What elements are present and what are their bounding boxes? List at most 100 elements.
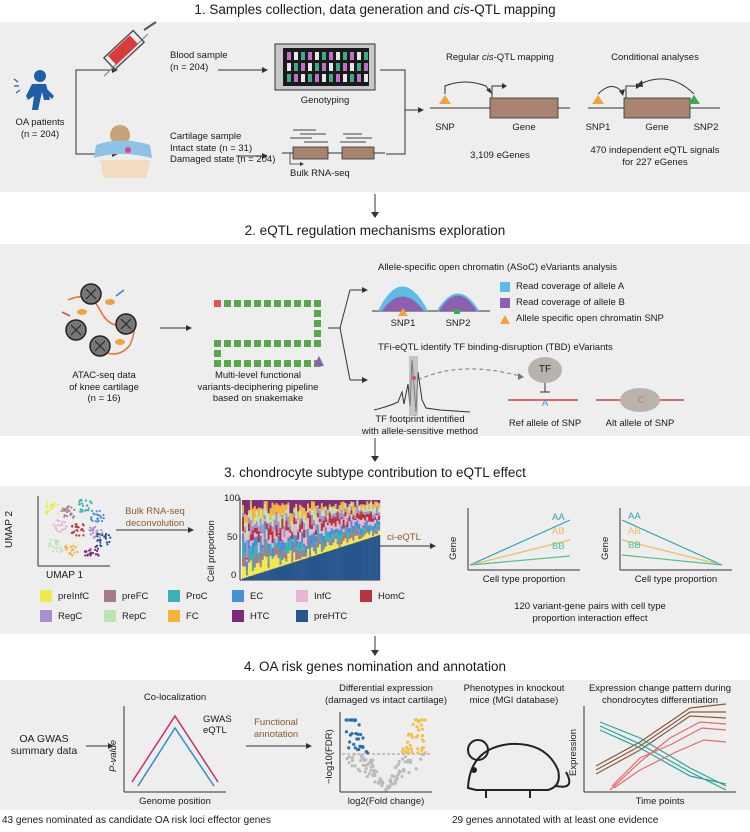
legend-item-HomC: HomC (360, 590, 405, 602)
stack-segment (291, 539, 294, 541)
stack-segment (362, 506, 365, 512)
stack-segment (261, 508, 264, 518)
stack-segment (346, 500, 349, 508)
umap-point (94, 525, 97, 529)
umap-point (95, 510, 98, 513)
stack-segment (297, 541, 300, 543)
legend-label: preInfC (58, 590, 90, 602)
stack-segment (291, 500, 294, 514)
umap-point (49, 507, 52, 510)
stack-segment (273, 504, 276, 516)
stack-segment (352, 502, 355, 509)
stack-segment (263, 504, 266, 516)
stack-segment (275, 546, 278, 555)
stack-segment (267, 543, 270, 554)
umap-point (78, 534, 81, 537)
stack-segment (374, 533, 377, 537)
stack-segment (299, 559, 302, 561)
umap-point (74, 545, 78, 549)
legend-swatch (296, 610, 308, 622)
stack-segment (305, 520, 308, 530)
umap-point (56, 519, 59, 522)
umap-point (91, 527, 94, 531)
stack-segment (326, 531, 329, 534)
volcano-point (417, 728, 421, 732)
stack-segment (297, 559, 300, 561)
umap-point (69, 545, 72, 548)
stack-segment (305, 537, 308, 546)
legend-swatch (104, 610, 116, 622)
stack-segment (242, 516, 245, 532)
stack-segment (305, 511, 308, 521)
stack-segment (305, 556, 308, 559)
stack-segment (245, 557, 249, 560)
stack-segment (273, 500, 276, 505)
stack-segment (366, 513, 369, 517)
chip-bead (322, 63, 326, 71)
stack-segment (303, 522, 306, 530)
stack-segment (348, 504, 351, 507)
stack-segment (293, 552, 296, 563)
stack-segment (277, 558, 280, 568)
pipeline-step (274, 360, 281, 367)
snp-label: SNP (435, 122, 455, 133)
chip-bead (315, 52, 319, 60)
stack-segment (378, 535, 381, 580)
stack-segment (265, 521, 268, 524)
stack-segment (360, 520, 363, 529)
legend-item-ProC: ProC (168, 590, 208, 602)
legend-swatch (296, 590, 308, 602)
umap-point (82, 534, 85, 537)
umap-point (91, 519, 94, 522)
stack-segment (312, 551, 316, 556)
stack-segment (362, 513, 365, 519)
stack-segment (291, 532, 294, 540)
stack-segment (368, 521, 371, 526)
volcano-point (408, 743, 412, 748)
stack-segment (318, 539, 322, 545)
stack-segment (356, 518, 359, 521)
umap-point (63, 514, 66, 517)
stack-segment (253, 547, 256, 556)
stack-segment (370, 521, 373, 525)
stack-segment (338, 524, 341, 530)
umap-point (52, 550, 55, 553)
stack-segment (362, 511, 365, 514)
stack-segment (340, 517, 343, 520)
stack-segment (368, 500, 371, 504)
genotype-bb-2: BB (628, 540, 641, 551)
stack-segment (340, 509, 343, 518)
stack-segment (376, 506, 379, 514)
stack-segment (368, 513, 371, 522)
stack-segment (350, 501, 353, 503)
volcano-point (416, 734, 420, 738)
stack-segment (324, 540, 327, 547)
stack-segment (372, 536, 375, 580)
umap-point (96, 549, 99, 553)
volcano-point (373, 773, 377, 778)
stack-segment (370, 530, 373, 532)
stack-segment (297, 550, 300, 560)
stack-segment (354, 506, 357, 516)
stack-segment (312, 509, 316, 520)
stack-segment (360, 540, 363, 580)
stack-segment (312, 519, 316, 525)
stack-segment (242, 504, 245, 512)
stack-segment (364, 510, 367, 512)
stack-segment (376, 518, 379, 525)
volcano-point (416, 751, 420, 755)
umap-point (104, 534, 107, 537)
stack-segment (289, 525, 292, 526)
stack-segment (312, 525, 316, 533)
pipeline-step (254, 340, 261, 347)
stack-segment (376, 515, 379, 519)
stack-segment (366, 520, 369, 523)
stack-segment (259, 572, 262, 580)
umap-point (101, 532, 104, 535)
stack-segment (309, 550, 312, 557)
stack-segment (318, 510, 322, 519)
volcano-point (373, 780, 377, 784)
stack-segment (297, 542, 300, 551)
umap-point (51, 504, 54, 508)
stack-segment (342, 533, 345, 535)
